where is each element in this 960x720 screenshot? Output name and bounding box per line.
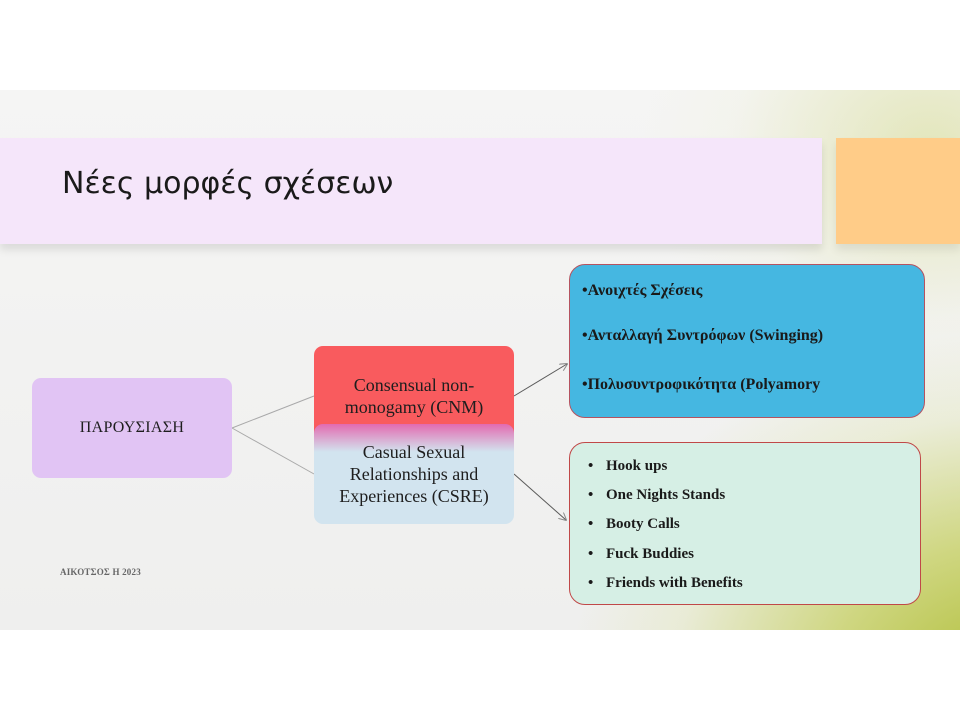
bullet-icon: • [588,516,594,533]
csre-label-line: Experiences (CSRE) [339,486,489,506]
csre-type-label: Booty Calls [606,516,680,533]
connector-lines [231,90,960,630]
csre-types-box: • Hook ups • One Nights Stands • Booty Call… [569,442,921,605]
cnm-label-line: Consensual non- [353,375,475,395]
bullet-icon: • [588,487,594,504]
connector-root-cnm [231,395,315,429]
bullet-icon: • [588,458,594,474]
list-item: • One Nights Stands [588,485,743,514]
list-item: • Friends with Benefits [588,573,743,602]
cnm-label-line: monogamy (CNM) [344,397,484,417]
footer-text: ΑΙΚΟΤΣΟΣ Η 2023 [60,567,141,577]
title-bar: Νέες μορφές σχέσεων [0,138,822,244]
arrow-csre-box [513,473,566,520]
csre-label-line: Casual Sexual [362,442,466,462]
bullet-icon: • [588,545,594,562]
bullet-icon: • [588,574,594,591]
cnm-types-box: •Ανοιχτές Σχέσεις •Ανταλλαγή Συντρόφων (… [569,264,925,418]
accent-block [836,138,960,244]
cnm-type-item: •Πολυσυντροφικότητα (Polyamory [582,376,821,393]
slide: Νέες μορφές σχέσεων ΠΑΡΟΥΣΙΑΣΗ Consensua… [0,90,960,630]
slide-title: Νέες μορφές σχέσεων [62,166,394,201]
list-item: • Hook ups [588,456,743,485]
list-item: • Fuck Buddies [588,544,743,573]
csre-type-list: • Hook ups • One Nights Stands • Booty Call… [588,456,743,602]
connector-root-csre [231,427,315,475]
list-item: • Booty Calls [588,514,743,543]
csre-node: Casual Sexual Relationships and Experien… [314,424,514,524]
csre-type-label: Fuck Buddies [606,545,694,562]
csre-type-label: Friends with Benefits [606,574,743,591]
csre-type-label: One Nights Stands [606,487,726,504]
csre-label-line: Relationships and [349,464,479,484]
root-node: ΠΑΡΟΥΣΙΑΣΗ [32,378,232,478]
cnm-type-item: •Ανταλλαγή Συντρόφων (Swinging) [582,327,824,344]
csre-type-label: Hook ups [606,458,668,474]
arrow-cnm-box [513,364,567,397]
cnm-type-item: •Ανοιχτές Σχέσεις [582,282,703,299]
